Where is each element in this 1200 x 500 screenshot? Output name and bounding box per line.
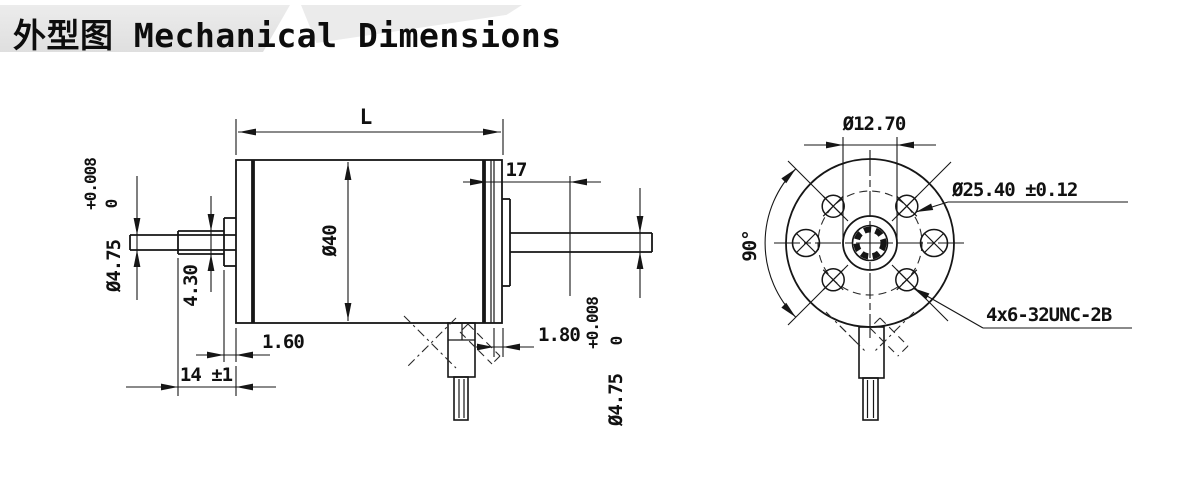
- dim-hole-angle-label: 90°: [739, 230, 761, 261]
- screw-hole-lower-left: [821, 268, 845, 292]
- dim-front-shaft-length: 17: [463, 159, 601, 296]
- screw-hole-upper-left: [821, 194, 845, 218]
- dim-front-shaft-diameter-label: Ø4.75: [605, 373, 627, 427]
- side-view: L Ø40 17 Ø4.75 +0.008 0: [81, 105, 653, 427]
- dim-front-shaft-tol-upper: +0.008: [583, 297, 602, 349]
- front-view-connector: [858, 326, 885, 421]
- dim-flange-gap-label: 1.60: [262, 331, 304, 353]
- dim-bolt-circle-diameter-label: Ø25.40 ±0.12: [951, 179, 1077, 201]
- title-banner: [0, 5, 290, 52]
- side-view-connector: [447, 322, 476, 421]
- dim-length: L: [235, 105, 504, 155]
- dim-front-shaft-tol-lower: 0: [607, 336, 626, 345]
- dim-rear-shaft-length: 14 ±1: [126, 258, 276, 396]
- dim-bolt-circle-diameter: Ø25.40 ±0.12: [914, 179, 1128, 216]
- dim-rear-shaft-length-label: 14 ±1: [180, 364, 233, 386]
- dim-rear-flat-label: 4.30: [180, 265, 202, 307]
- side-view-connector-phantom: [403, 315, 501, 369]
- dim-rear-shaft-tol-upper: +0.008: [81, 158, 100, 210]
- dim-hole-angle: 90°: [739, 166, 799, 320]
- dim-plate-thickness: 1.80: [476, 324, 581, 357]
- screw-hole-upper-right: [895, 194, 919, 218]
- dim-rear-flat: 4.30: [180, 196, 215, 307]
- front-shaft: [502, 198, 653, 287]
- dim-pilot-diameter-label: Ø12.70: [842, 113, 906, 135]
- dim-body-diameter: Ø40: [319, 162, 352, 321]
- front-view: 90° Ø12.70 Ø25.40 ±0.12 4x6-32UNC-2B: [739, 113, 1132, 421]
- dim-rear-shaft-tol-lower: 0: [102, 199, 121, 208]
- front-view-connector-phantom: [825, 311, 915, 357]
- dim-plate-thickness-label: 1.80: [538, 324, 580, 346]
- dim-front-shaft-length-label: 17: [506, 159, 527, 181]
- screw-hole-lower-right: [895, 268, 919, 292]
- motor-body: [235, 159, 503, 324]
- page-title: 外型图 Mechanical Dimensions: [13, 16, 562, 55]
- dim-rear-shaft-diameter-label: Ø4.75: [103, 239, 125, 293]
- dim-front-shaft-diameter: Ø4.75 +0.008 0: [583, 188, 644, 427]
- dim-length-label: L: [360, 105, 373, 129]
- dim-pilot-diameter: Ø12.70: [804, 113, 936, 240]
- rear-shaft: [129, 217, 236, 267]
- thread-spec-label: 4x6-32UNC-2B: [986, 304, 1112, 326]
- dim-rear-shaft-diameter: Ø4.75 +0.008 0: [81, 158, 141, 300]
- dim-body-diameter-label: Ø40: [319, 225, 341, 258]
- dim-flange-gap: 1.60: [196, 270, 305, 362]
- thread-spec-callout: 4x6-32UNC-2B: [911, 285, 1132, 329]
